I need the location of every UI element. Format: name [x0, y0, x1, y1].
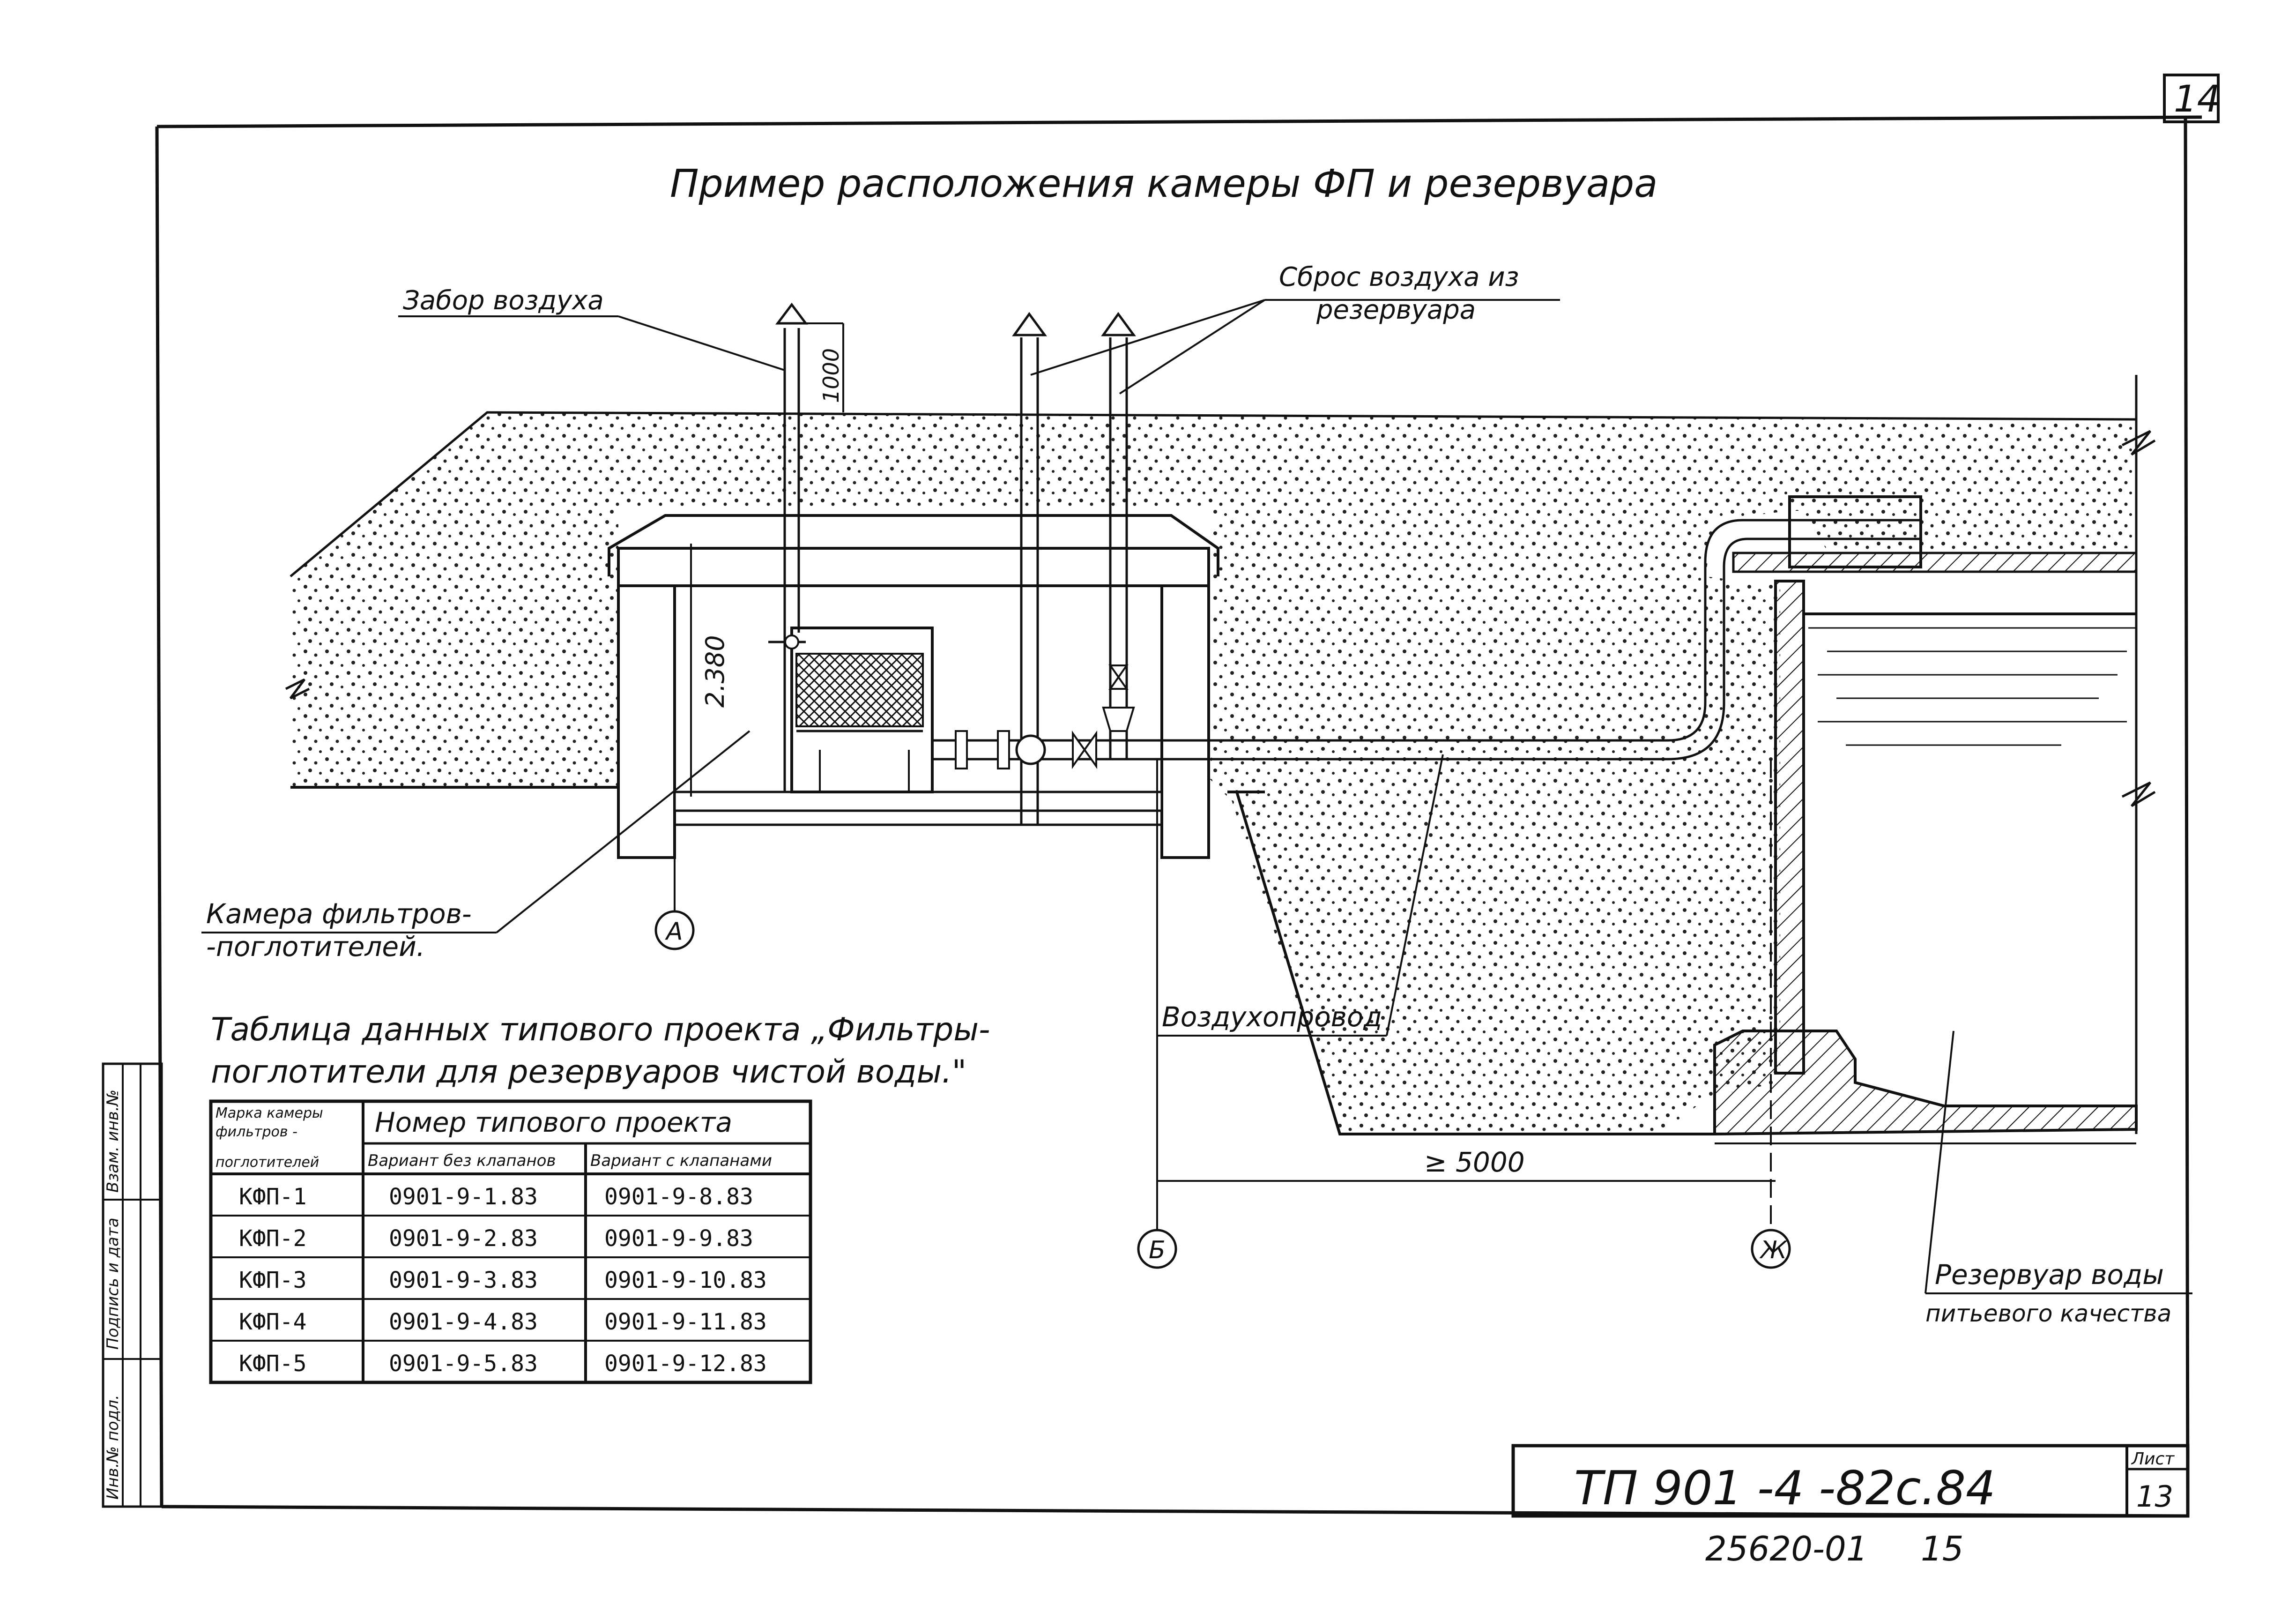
label-chamber-line1: Камера фильтров- — [206, 898, 472, 930]
dimension-5000: ≥ 5000 — [1424, 1146, 1525, 1178]
dimension-lines — [674, 544, 1776, 1237]
table-row: КФП-3 0901-9-3.83 0901-9-10.83 — [239, 1267, 767, 1293]
air-duct — [932, 495, 1922, 769]
sheet-number: 13 — [2136, 1479, 2173, 1514]
table-cell-with-valves: 0901-9-9.83 — [604, 1225, 753, 1252]
table-head-no-valves: Вариант без клапанов — [368, 1151, 556, 1170]
axis-a-label: А — [665, 918, 683, 946]
table-row: КФП-4 0901-9-4.83 0901-9-11.83 — [239, 1309, 767, 1335]
table-cell-mark: КФП-4 — [239, 1309, 307, 1335]
project-table: Таблица данных типового проекта „Фильтры… — [209, 1011, 990, 1384]
label-air-intake: Забор воздуха — [403, 285, 604, 316]
archive-page: 15 — [1921, 1529, 1964, 1568]
table-cell-no-valves: 0901-9-5.83 — [389, 1351, 538, 1377]
label-air-release-line1: Сброс воздуха из — [1279, 262, 1519, 292]
axis-zh-label: Ж — [1759, 1236, 1788, 1264]
reservoir — [1713, 375, 2138, 1144]
stamp-inventory: Инв.№ подл. — [104, 1395, 122, 1500]
table-head-group: Номер типового проекта — [375, 1106, 732, 1138]
axis-marker-a: А — [654, 910, 695, 950]
drawing-title: Пример расположения камеры ФП и резервуа… — [670, 162, 1657, 206]
axis-b-label: Б — [1149, 1236, 1166, 1264]
table-head-mark-line1: Марка камеры — [215, 1105, 323, 1121]
label-duct: Воздухопровод — [1162, 1001, 1382, 1033]
label-chamber-line2: -поглотителей. — [206, 931, 425, 963]
stamp-replace: Взам. инв.№ — [104, 1090, 122, 1193]
dimension-1000: 1000 — [818, 348, 844, 403]
break-marks — [285, 430, 2156, 807]
table-cell-no-valves: 0901-9-1.83 — [389, 1184, 538, 1210]
table-cell-no-valves: 0901-9-2.83 — [389, 1225, 538, 1252]
table-cell-with-valves: 0901-9-10.83 — [604, 1267, 767, 1293]
table-cell-mark: КФП-5 — [239, 1351, 307, 1377]
table-cell-with-valves: 0901-9-8.83 — [604, 1184, 753, 1210]
table-cell-mark: КФП-2 — [239, 1225, 307, 1252]
table-cell-no-valves: 0901-9-4.83 — [389, 1309, 538, 1335]
leader-lines — [201, 299, 2192, 1294]
table-row: КФП-5 0901-9-5.83 0901-9-12.83 — [239, 1351, 767, 1377]
table-caption-line2: поглотители для резервуаров чистой воды.… — [211, 1053, 966, 1090]
stamp-strip — [102, 1062, 163, 1508]
table-head-mark-line3: поглотителей — [215, 1154, 319, 1171]
stamp-signature: Подпись и дата — [104, 1217, 122, 1350]
table-cell-mark: КФП-1 — [239, 1184, 307, 1210]
table-cell-no-valves: 0901-9-3.83 — [389, 1267, 538, 1293]
archive-number: 25620-01 — [1705, 1529, 1868, 1568]
table-head-mark-line2: фильтров - — [215, 1124, 297, 1140]
table-caption-line1: Таблица данных типового проекта „Фильтры… — [211, 1011, 990, 1048]
table-row: КФП-1 0901-9-1.83 0901-9-8.83 — [239, 1184, 753, 1210]
table-cell-mark: КФП-3 — [239, 1267, 307, 1293]
axis-marker-zh: Ж — [1751, 1229, 1791, 1269]
corner-sheet-number: 14 — [2174, 78, 2220, 120]
table-head-with-valves: Вариант с клапанами — [590, 1151, 772, 1170]
document-code: ТП 901 -4 -82с.84 — [1574, 1461, 1996, 1515]
label-reservoir-line2: питьевого качества — [1925, 1300, 2171, 1327]
label-air-release-line2: резервуара — [1316, 295, 1476, 325]
soil-left — [290, 411, 2137, 1135]
axis-marker-b: Б — [1137, 1229, 1177, 1269]
table-cell-with-valves: 0901-9-12.83 — [604, 1351, 767, 1377]
label-reservoir-line1: Резервуар воды — [1935, 1259, 2164, 1291]
title-block: ТП 901 -4 -82с.84 Лист 13 25620-01 15 — [1511, 1444, 2190, 1568]
table-cell-with-valves: 0901-9-11.83 — [604, 1309, 767, 1335]
dimension-2380: 2.380 — [700, 635, 730, 708]
table-row: КФП-2 0901-9-2.83 0901-9-9.83 — [239, 1225, 753, 1252]
sheet-label: Лист — [2131, 1449, 2175, 1469]
